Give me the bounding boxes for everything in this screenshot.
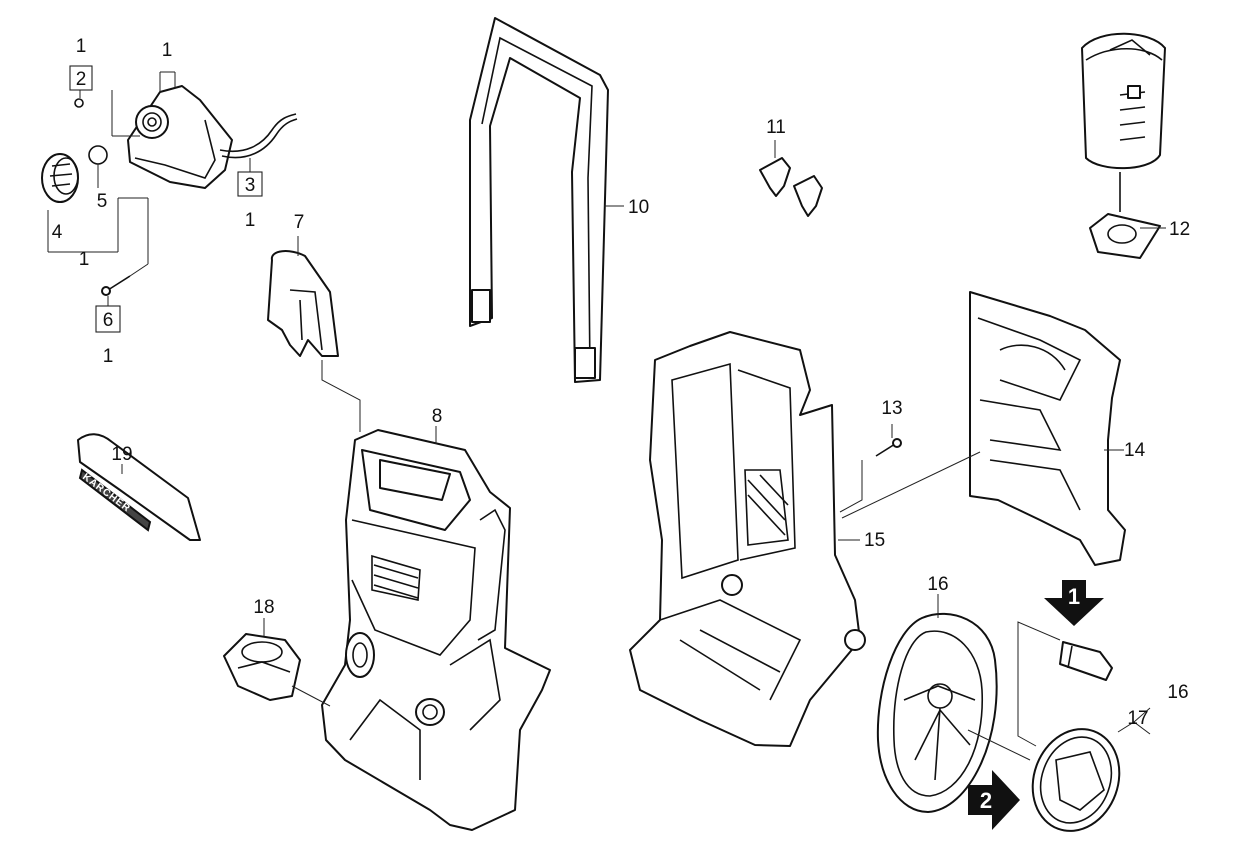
callout-16b: 16	[1167, 682, 1188, 703]
callout-5: 5	[97, 191, 108, 212]
part-clip-18	[223, 618, 331, 707]
callout-12: 12	[1169, 219, 1190, 240]
part-hose-bracket	[127, 85, 298, 189]
step-marker-1: 1	[1044, 580, 1104, 626]
step-marker-2: 2	[968, 770, 1020, 830]
part-knob	[41, 153, 79, 203]
callout-18: 18	[253, 597, 274, 618]
part-screw-6	[101, 275, 131, 296]
part-axle-pin	[1017, 621, 1113, 747]
part-connectors-11	[759, 140, 823, 217]
callout-19: 19	[111, 444, 132, 465]
callout-6: 6	[103, 310, 114, 331]
part-logo-cover-19: KÄRCHER	[77, 433, 201, 541]
callout-15: 15	[864, 530, 885, 551]
callout-1c: 1	[245, 210, 256, 231]
part-screw-13	[839, 424, 902, 513]
callout-14: 14	[1124, 440, 1146, 461]
callout-2: 2	[76, 69, 87, 90]
leaders-group-1	[47, 65, 263, 333]
part-hub-cap-17	[1031, 707, 1151, 832]
callout-labels: 1 2 1 3 1 5 4 1 6 1 7 8 10 11 12 13 14 1…	[52, 36, 1190, 729]
part-hose-guide-7	[267, 236, 361, 432]
step-marker-1-label: 1	[1068, 584, 1080, 609]
callout-11: 11	[766, 117, 786, 138]
part-o-ring	[88, 145, 108, 165]
callout-7: 7	[294, 212, 305, 233]
callout-8: 8	[432, 406, 443, 427]
part-detergent-tank-12	[1081, 32, 1166, 259]
part-main-housing-8	[321, 426, 551, 831]
callout-10: 10	[628, 197, 649, 218]
callout-1a: 1	[76, 36, 87, 57]
callout-4: 4	[52, 222, 63, 243]
part-wheel-16	[876, 594, 1031, 813]
part-small-ring	[74, 98, 84, 108]
part-handle-10	[469, 17, 624, 383]
callout-1b: 1	[162, 40, 173, 61]
callout-17: 17	[1127, 708, 1148, 729]
part-side-panel-14	[841, 291, 1126, 566]
part-rear-frame-15	[629, 331, 866, 747]
step-marker-2-label: 2	[980, 788, 992, 813]
callout-1e: 1	[103, 346, 114, 367]
callout-13: 13	[881, 398, 902, 419]
callout-1d: 1	[79, 249, 90, 270]
callout-3: 3	[245, 175, 256, 196]
callout-16a: 16	[927, 574, 948, 595]
